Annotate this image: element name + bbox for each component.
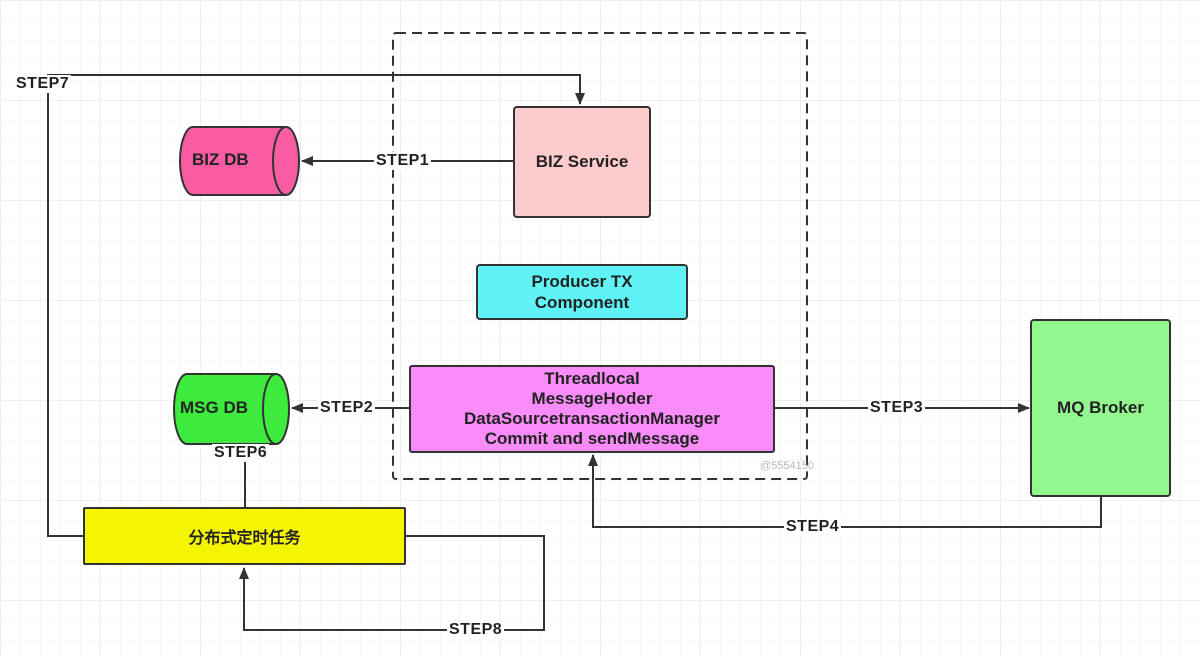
step7-label: STEP7 — [14, 75, 72, 93]
producer-tx-component-node: Producer TX Component — [476, 264, 688, 320]
threadlocal-label-line2: MessageHoder — [531, 389, 653, 408]
step2-label: STEP2 — [318, 399, 376, 417]
step8-connector — [239, 535, 545, 631]
transaction-boundary — [392, 32, 808, 480]
msg-db-cylinder — [173, 373, 290, 445]
biz-db-label: BIZ DB — [192, 150, 249, 169]
step8-label: STEP8 — [447, 621, 505, 639]
step3-label: STEP3 — [868, 399, 926, 417]
mq-broker-label: MQ Broker — [1057, 398, 1144, 417]
producer-label-line2: Component — [534, 293, 630, 312]
step4-label: STEP4 — [784, 518, 842, 536]
distributed-cron-task-node: 分布式定时任务 — [83, 507, 406, 565]
biz-service-node: BIZ Service — [513, 106, 651, 218]
msg-db-label: MSG DB — [180, 398, 248, 417]
cron-task-label: 分布式定时任务 — [188, 530, 301, 547]
threadlocal-label-line1: Threadlocal — [544, 369, 640, 388]
biz-db-cylinder — [179, 126, 300, 196]
step6-label: STEP6 — [212, 444, 270, 462]
step4-connector — [588, 454, 1102, 528]
biz-service-label: BIZ Service — [535, 152, 629, 171]
watermark: @5554150 — [760, 460, 814, 472]
threadlocal-label-line3: DataSourcetransactionManager — [463, 409, 721, 428]
producer-label-line1: Producer TX — [531, 272, 633, 291]
threadlocal-node: Threadlocal MessageHoder DataSourcetrans… — [409, 365, 775, 453]
step1-label: STEP1 — [374, 152, 432, 170]
threadlocal-label-line4: Commit and sendMessage — [484, 429, 700, 448]
mq-broker-node: MQ Broker — [1030, 319, 1171, 497]
